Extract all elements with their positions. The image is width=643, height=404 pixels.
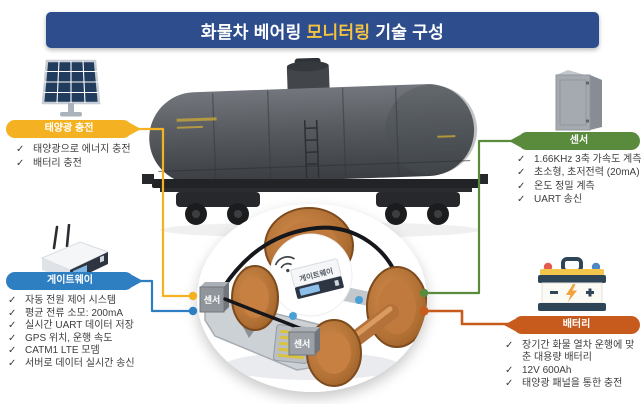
bogie-sensor-front: 센서 bbox=[199, 282, 229, 313]
lightning-bolt-icon bbox=[566, 284, 577, 302]
page-title-highlight: 모니터링 bbox=[306, 22, 371, 42]
battery-bullet-list: ✓ 장기간 화물 열차 운행에 맞춘 대용량 배터리 ✓ 12V 600Ah ✓… bbox=[505, 340, 643, 391]
gateway-device-inset: 게이트웨이 bbox=[290, 258, 344, 299]
check-icon: ✓ bbox=[505, 378, 514, 389]
check-icon: ✓ bbox=[8, 345, 17, 356]
list-item: ✓ 온도 정밀 계측 bbox=[517, 180, 595, 192]
gateway-label: 게이트웨이 bbox=[6, 272, 143, 290]
check-icon: ✓ bbox=[8, 332, 17, 344]
list-item: ✓ 자동 전원 제어 시스템 bbox=[8, 295, 117, 306]
connector-dot-solar bbox=[188, 291, 198, 301]
check-icon: ✓ bbox=[16, 157, 25, 169]
check-icon: ✓ bbox=[505, 340, 514, 351]
connector-dot-gateway bbox=[188, 306, 198, 316]
wheel-truck-right bbox=[376, 192, 460, 225]
bogie-illustration: 게이트웨이 bbox=[199, 207, 427, 387]
list-item: ✓ UART 송신 bbox=[517, 194, 583, 206]
wheel-truck-left bbox=[176, 192, 260, 225]
battery-icon bbox=[538, 257, 606, 311]
check-icon: ✓ bbox=[505, 365, 514, 376]
solar-label: 태양광 충전 bbox=[6, 120, 141, 138]
check-icon: ✓ bbox=[8, 357, 17, 369]
list-item: ✓ CATM1 LTE 모뎀 bbox=[8, 345, 100, 356]
check-icon: ✓ bbox=[517, 154, 526, 165]
bogie-sensor-rear: 센서 bbox=[288, 327, 320, 356]
list-item: ✓ 태양광으로 에너지 충전 bbox=[16, 144, 131, 155]
check-icon: ✓ bbox=[8, 320, 17, 331]
header-banner: 화물차 베어링 모니터링 기술 구성 bbox=[46, 12, 599, 48]
sensor-label: 센서 bbox=[509, 132, 640, 150]
list-item: ✓ 초소형, 초저전력 (20mA) bbox=[517, 167, 640, 179]
list-item: ✓ GPS 위치, 운행 속도 bbox=[8, 332, 113, 344]
sensor-cable bbox=[221, 225, 399, 290]
list-item: ✓ 1.66KHz 3축 가속도 계측 bbox=[517, 154, 642, 165]
tank-ladder bbox=[303, 119, 320, 179]
sensor-enclosure-icon bbox=[555, 70, 602, 131]
check-icon: ✓ bbox=[8, 295, 17, 306]
list-item: ✓ 장기간 화물 열차 운행에 맞춘 대용량 배터리 bbox=[505, 340, 635, 363]
list-item: ✓ 평균 전류 소모: 200mA bbox=[8, 307, 123, 319]
page-title-prefix: 화물차 베어링 bbox=[200, 22, 302, 42]
list-item: ✓ 12V 600Ah bbox=[505, 365, 572, 376]
solar-bullet-list: ✓ 태양광으로 에너지 충전 ✓ 배터리 충전 bbox=[16, 144, 168, 171]
wifi-icon bbox=[274, 256, 295, 273]
solar-panel-icon bbox=[41, 59, 101, 117]
sensor-tag-front: 센서 bbox=[204, 294, 221, 305]
check-icon: ✓ bbox=[8, 307, 17, 319]
list-item: ✓ 태양광 패널을 통한 충전 bbox=[505, 378, 623, 389]
check-icon: ✓ bbox=[517, 167, 526, 179]
list-item: ✓ 실시간 UART 데이터 저장 bbox=[8, 320, 134, 331]
list-item: ✓ 배터리 충전 bbox=[16, 157, 82, 169]
list-item: ✓ 서버로 데이터 실시간 송신 bbox=[8, 357, 135, 369]
bogie-inset: 게이트웨이 bbox=[197, 204, 427, 392]
page-title-suffix: 기술 구성 bbox=[375, 22, 445, 42]
check-icon: ✓ bbox=[517, 194, 526, 206]
sensor-bullet-list: ✓ 1.66KHz 3축 가속도 계측 ✓ 초소형, 초저전력 (20mA) ✓… bbox=[517, 154, 643, 208]
sensor-tag-rear: 센서 bbox=[294, 338, 311, 349]
check-icon: ✓ bbox=[517, 180, 526, 192]
check-icon: ✓ bbox=[16, 144, 25, 155]
battery-label: 배터리 bbox=[504, 316, 640, 334]
gateway-bullet-list: ✓ 자동 전원 제어 시스템 ✓ 평균 전류 소모: 200mA ✓ 실시간 U… bbox=[8, 295, 170, 370]
tank-lettering bbox=[176, 117, 456, 138]
